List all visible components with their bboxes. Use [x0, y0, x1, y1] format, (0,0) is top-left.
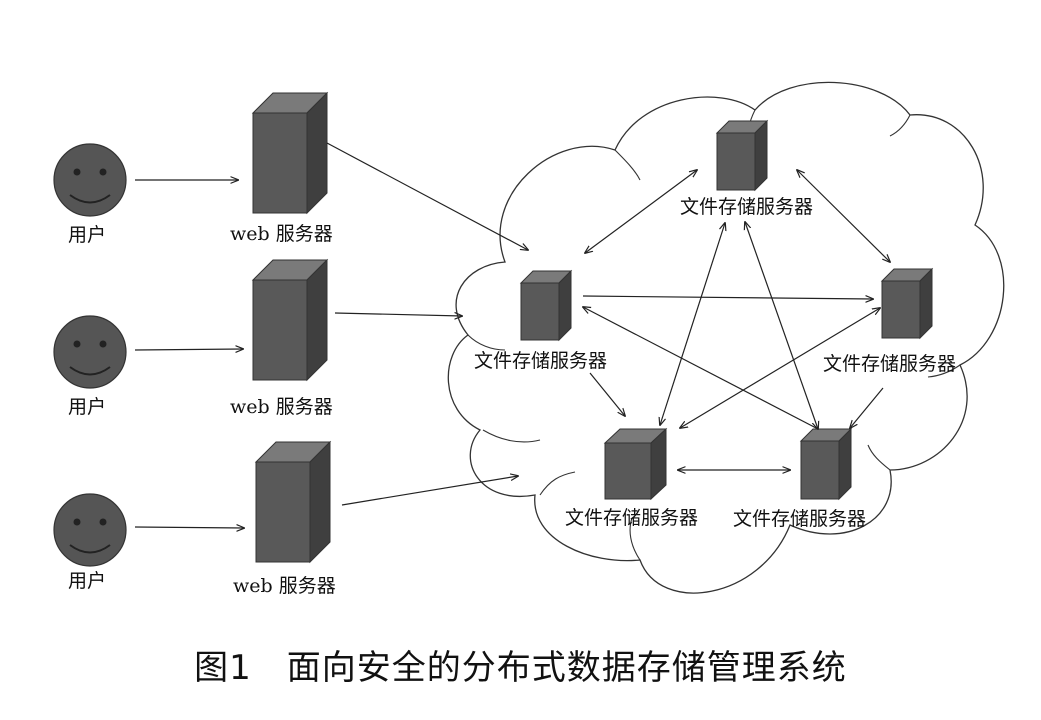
user-icon	[53, 315, 127, 389]
storage-server-icon	[880, 267, 934, 340]
storage-server-icon	[799, 427, 853, 501]
web-server-icon	[251, 258, 329, 382]
storage-server-icon	[519, 269, 573, 342]
storage-server-icon	[603, 427, 668, 501]
connector-arrows	[134, 142, 890, 528]
web-server-label: web 服务器	[230, 396, 333, 418]
user-label: 用户	[68, 224, 107, 246]
storage-server-label: 文件存储服务器	[474, 350, 608, 372]
storage-server-label: 文件存储服务器	[823, 353, 957, 375]
user-label: 用户	[68, 570, 107, 592]
user-label: 用户	[68, 396, 107, 418]
storage-server-icon	[715, 119, 769, 192]
storage-server-label: 文件存储服务器	[680, 196, 814, 218]
web-server-icon	[251, 91, 329, 215]
figure-caption: 图1 面向安全的分布式数据存储管理系统	[194, 648, 847, 688]
web-server-label: web 服务器	[230, 223, 333, 245]
storage-server-label: 文件存储服务器	[565, 507, 699, 529]
web-server-label: web 服务器	[233, 575, 336, 597]
storage-server-label: 文件存储服务器	[733, 508, 867, 530]
user-icon	[53, 493, 127, 567]
web-server-icon	[254, 440, 332, 564]
user-icon	[53, 143, 127, 217]
